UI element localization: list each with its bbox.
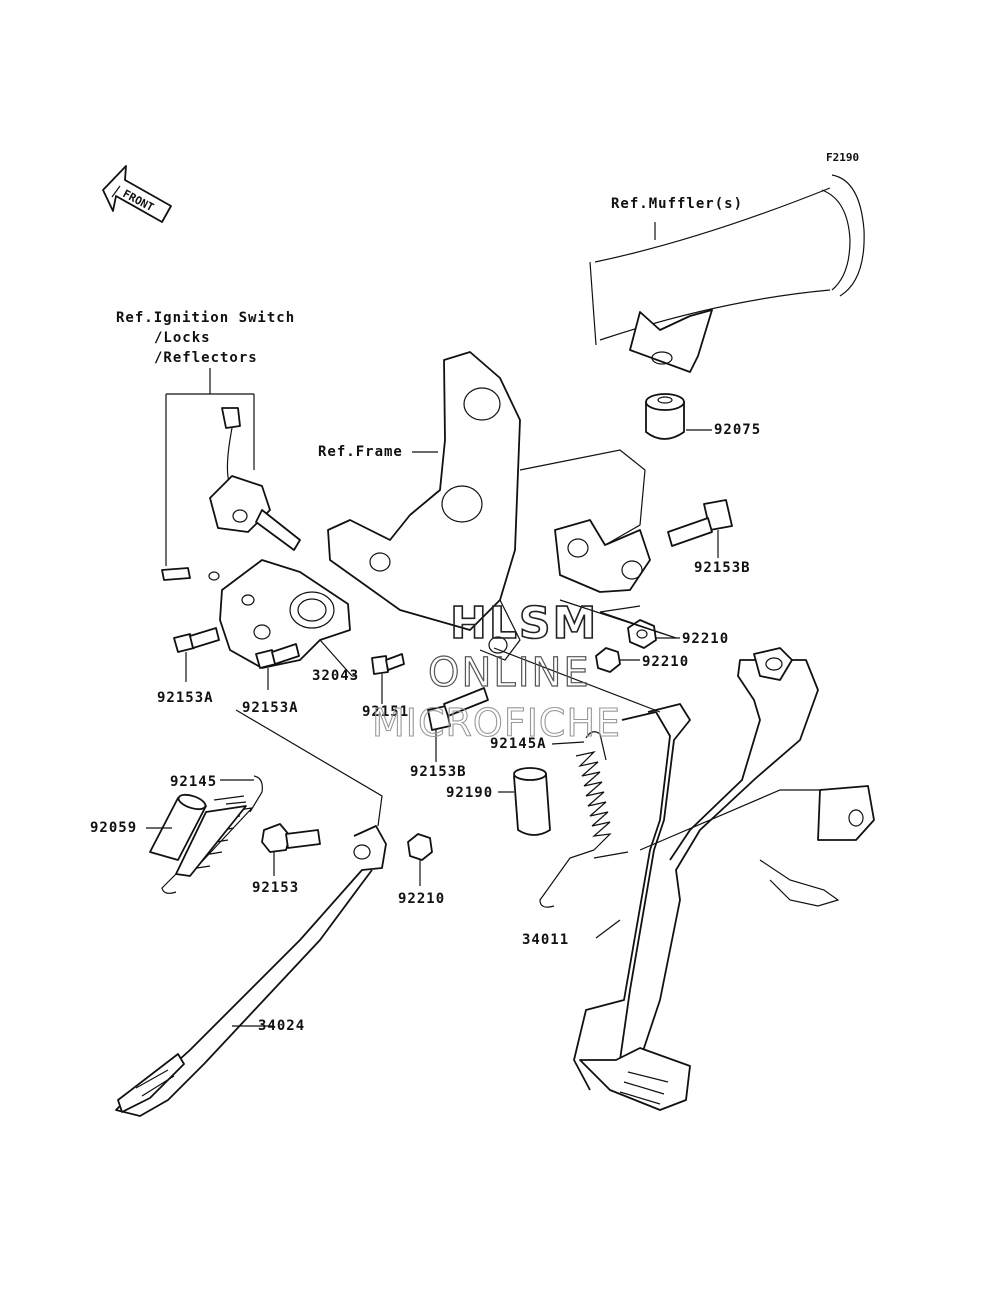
watermark: HLSM ONLINE MICROFICHE [371, 597, 621, 745]
spring-hook-92145a [551, 731, 607, 761]
bolt-92153b-upper [667, 499, 733, 558]
spring-92145 [161, 775, 263, 894]
side-stand-34024 [115, 709, 387, 1117]
nut-92210-c [407, 833, 433, 886]
ref-frame-label: Ref.Frame [318, 444, 403, 460]
bolt-92153b-lower [427, 687, 489, 762]
part-label-32043: 32043 [312, 668, 359, 684]
part-label-92153b-upper: 92153B [694, 560, 751, 576]
part-label-92210-b: 92210 [642, 654, 689, 670]
bolt-92153a-left [173, 627, 220, 682]
part-label-92210-a: 92210 [682, 631, 729, 647]
part-label-92075: 92075 [714, 422, 761, 438]
ref-ignition-line3: /Reflectors [154, 350, 258, 366]
ref-ignition-line1: Ref.Ignition Switch [116, 310, 295, 326]
muffler-outline [589, 174, 865, 373]
damper-92075 [645, 393, 712, 440]
part-label-92210-c: 92210 [398, 891, 445, 907]
bolt-92153a-right [255, 643, 300, 690]
watermark-line3: MICROFICHE [372, 701, 621, 745]
part-label-92151: 92151 [362, 704, 409, 720]
nut-92210-a [559, 599, 680, 649]
part-label-92145a: 92145A [490, 736, 547, 752]
nut-92210-b [595, 647, 640, 673]
part-label-92059: 92059 [90, 820, 137, 836]
part-label-92153a-left: 92153A [157, 690, 214, 706]
part-label-92153b-lower: 92153B [410, 764, 467, 780]
diagram-code: F2190 [826, 151, 859, 164]
watermark-line2: ONLINE [428, 650, 591, 696]
bolt-92151 [371, 653, 405, 704]
frame-outline [327, 351, 651, 661]
part-label-92153a-right: 92153A [242, 700, 299, 716]
center-stand-34011 [493, 647, 875, 1111]
spring-92145a [539, 750, 612, 908]
bracket-32043 [219, 559, 356, 677]
front-direction-arrow-icon: FRONT [102, 165, 172, 223]
collar-92190 [498, 767, 551, 836]
ref-muffler-label: Ref.Muffler(s) [611, 196, 743, 212]
ignition-switch-outline [161, 368, 301, 581]
part-label-34024: 34024 [258, 1018, 305, 1034]
ref-ignition-line2: /Locks [154, 330, 211, 346]
part-label-92190: 92190 [446, 785, 493, 801]
bolt-92153 [261, 823, 321, 876]
collar-92059 [146, 793, 207, 861]
watermark-line1: HLSM [450, 598, 598, 649]
part-label-34011: 34011 [522, 932, 569, 948]
part-label-92145: 92145 [170, 774, 217, 790]
part-label-92153: 92153 [252, 880, 299, 896]
